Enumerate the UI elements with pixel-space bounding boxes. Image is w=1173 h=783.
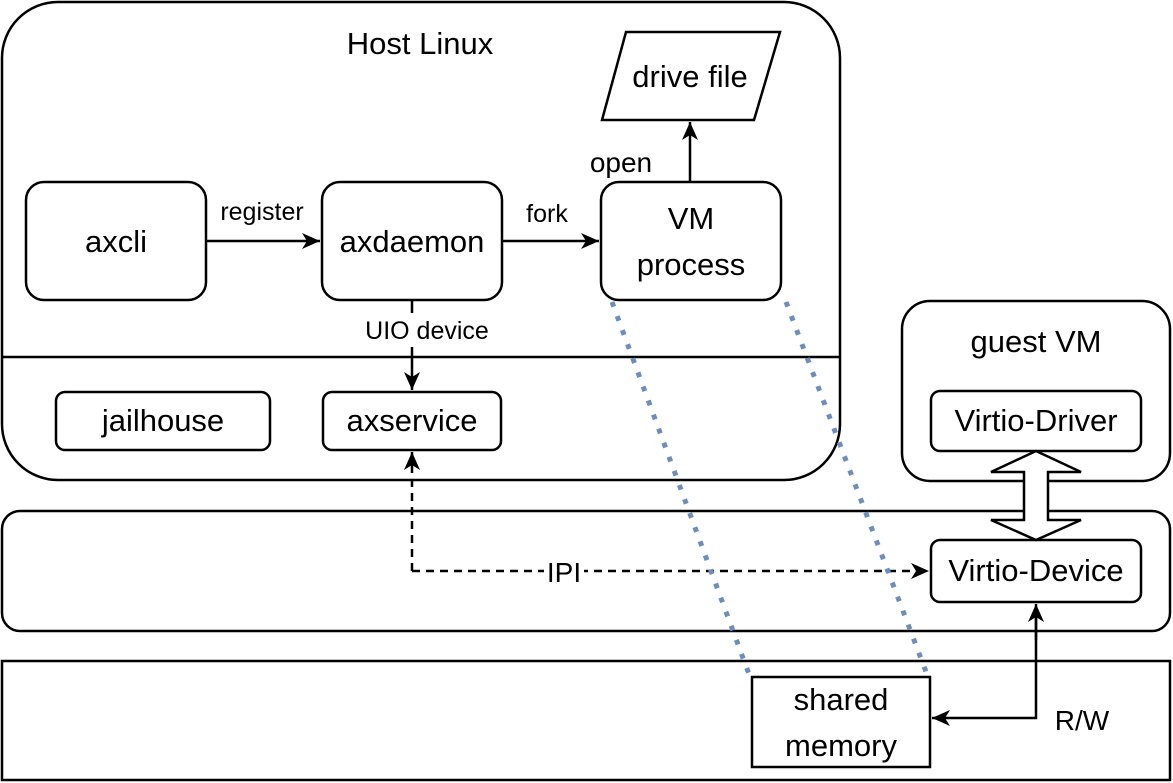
mapping-dotted-right bbox=[783, 301, 931, 678]
virtio-double-arrow bbox=[990, 449, 1082, 542]
ipi-label-bg bbox=[544, 556, 584, 586]
jailhouse-box bbox=[54, 390, 272, 452]
axcli-label: axcli bbox=[85, 224, 147, 259]
vm-process-label-line1: VM bbox=[668, 201, 715, 236]
host-linux-title: Host Linux bbox=[347, 26, 494, 61]
drive-file-label: drive file bbox=[632, 59, 747, 94]
axservice-label: axservice bbox=[347, 403, 478, 438]
guest-vm-title: guest VM bbox=[971, 324, 1102, 359]
shared-memory-box bbox=[750, 675, 932, 769]
axdaemon-label: axdaemon bbox=[340, 224, 485, 259]
register-label: register bbox=[220, 198, 303, 226]
fork-label: fork bbox=[526, 200, 568, 228]
virtio-device-label: Virtio-Device bbox=[948, 553, 1123, 588]
rw-label: R/W bbox=[1055, 705, 1110, 736]
shared-memory-label-line2: memory bbox=[785, 728, 897, 763]
shared-memory-label-line1: shared bbox=[794, 682, 889, 717]
axservice-box bbox=[321, 390, 503, 452]
virtio-driver-label: Virtio-Driver bbox=[954, 403, 1117, 438]
memory-layer bbox=[0, 659, 1172, 782]
uio-device-label: UIO device bbox=[365, 317, 489, 345]
vm-process-box bbox=[599, 180, 783, 302]
mapping-dotted-left bbox=[609, 301, 753, 678]
open-label: open bbox=[590, 147, 652, 178]
vm-process-label-line2: process bbox=[637, 247, 746, 282]
drive-file-shape bbox=[600, 30, 782, 122]
ipi-label: IPI bbox=[547, 557, 581, 588]
rw-arrow-to-memory bbox=[932, 610, 1038, 726]
uio-label-bg bbox=[344, 313, 510, 347]
jailhouse-label: jailhouse bbox=[101, 403, 224, 438]
